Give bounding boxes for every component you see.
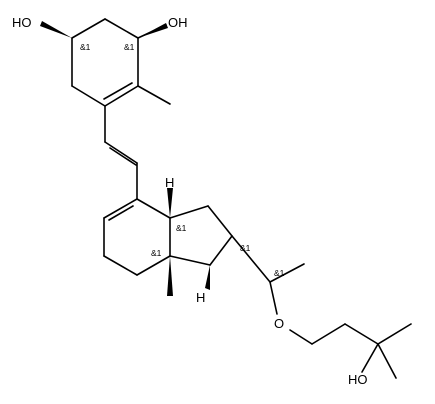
bond — [231, 235, 271, 283]
side-chain — [231, 235, 412, 379]
stereo-label: &1 — [80, 42, 91, 52]
bond — [104, 18, 139, 39]
bond — [137, 85, 171, 105]
bond — [136, 198, 171, 219]
bond — [269, 281, 278, 315]
bond — [108, 205, 134, 221]
wedge-bond — [167, 256, 173, 296]
bond — [169, 255, 211, 266]
bond — [103, 82, 133, 100]
bond — [344, 323, 379, 345]
atom-label-hydroxyl: HO — [348, 372, 368, 387]
atom-label-hydroxyl: OH — [168, 15, 188, 30]
bond — [169, 205, 209, 219]
stereo-label: &1 — [240, 243, 251, 253]
atom-label-oxygen: O — [274, 316, 284, 331]
bond — [103, 255, 138, 276]
stereo-label: &1 — [124, 42, 135, 52]
stereo-label: &1 — [151, 248, 162, 258]
wedge-bond — [205, 265, 210, 290]
bond — [71, 85, 106, 107]
bond — [103, 198, 138, 219]
bond — [207, 205, 233, 237]
bond — [71, 18, 106, 39]
bond — [377, 343, 397, 379]
bond — [377, 323, 412, 345]
stereo-label: &1 — [176, 223, 187, 233]
bond — [104, 85, 139, 107]
stereo-label: &1 — [274, 268, 285, 278]
atom-label-hydrogen: H — [196, 290, 205, 305]
bond — [104, 141, 138, 164]
a-ring — [71, 18, 139, 107]
atom-label-hydrogen: H — [165, 175, 174, 190]
bond — [137, 24, 167, 39]
d-ring — [169, 205, 233, 266]
bond — [269, 263, 305, 283]
bond — [109, 147, 137, 166]
wedge-bond — [167, 188, 173, 218]
atom-label-hydroxyl: HO — [12, 15, 32, 30]
bond — [361, 343, 379, 373]
bond — [289, 329, 313, 345]
wedge-bond — [40, 21, 72, 38]
diene-linker — [104, 105, 138, 200]
c-ring — [103, 198, 171, 276]
bond — [136, 255, 171, 276]
bond — [311, 323, 346, 345]
bond — [209, 235, 233, 266]
